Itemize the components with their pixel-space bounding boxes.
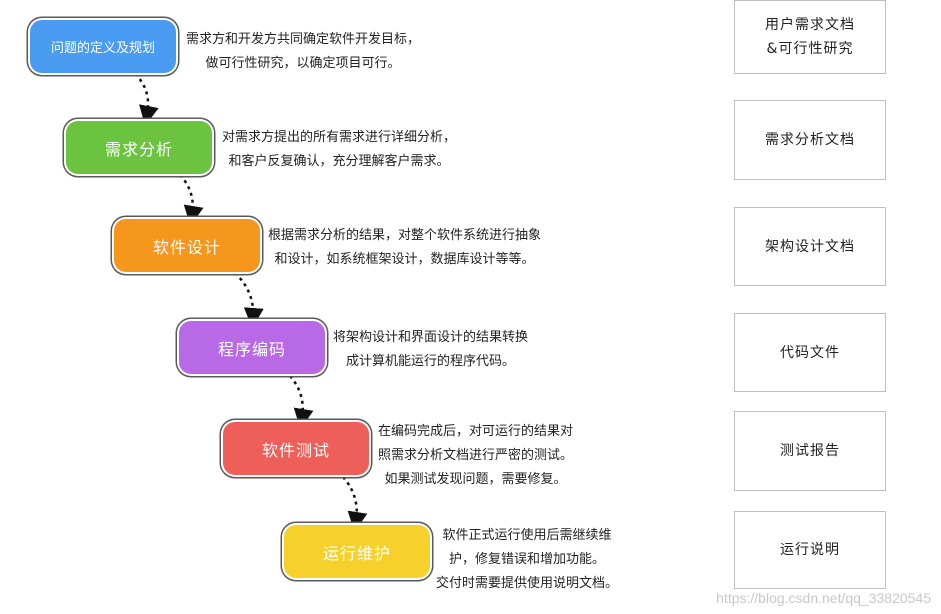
- stage-description: 在编码完成后，对可运行的结果对 照需求分析文档进行严密的测试。 如果测试发现问题…: [378, 424, 574, 487]
- stage-label: 运行维护: [322, 543, 391, 563]
- stage-label: 程序编码: [217, 339, 286, 359]
- deliverable-doc: 测试报告: [734, 411, 886, 491]
- arrow-3: [234, 272, 264, 328]
- stage-label: 软件测试: [261, 440, 330, 460]
- stage-description: 将架构设计和界面设计的结果转换 成计算机能运行的程序代码。: [333, 330, 529, 369]
- stage-description: 对需求方提出的所有需求进行详细分析， 和客户反复确认，充分理解客户需求。: [222, 130, 457, 169]
- arrow-4: [289, 375, 314, 429]
- stage-description: 需求方和开发方共同确定软件开发目标， 做可行性研究，以确定项目可行。: [186, 32, 421, 71]
- arrow-5: [342, 476, 368, 532]
- stage-label: 需求分析: [104, 139, 173, 159]
- arrow-2: [179, 174, 204, 226]
- stage-box-coding: 程序编码: [179, 321, 325, 374]
- deliverable-doc: 运行说明: [734, 511, 886, 589]
- stage-description: 软件正式运行使用后需继续维 护，修复错误和增加功能。 交付时需要提供使用说明文档…: [436, 528, 619, 591]
- stage-box-definition: 问题的定义及规划: [30, 20, 176, 73]
- deliverable-doc: 用户需求文档 &可行性研究: [734, 0, 886, 74]
- stage-label: 问题的定义及规划: [50, 41, 155, 56]
- stage-box-requirements: 需求分析: [66, 121, 212, 174]
- stage-label: 软件设计: [152, 237, 221, 257]
- watermark: https://blog.csdn.net/qq_33820545: [716, 590, 931, 606]
- stage-box-design: 软件设计: [114, 219, 260, 272]
- arrow-1: [134, 73, 159, 126]
- stage-description: 根据需求分析的结果，对整个软件系统进行抽象 和设计，如系统框架设计，数据库设计等…: [268, 228, 542, 267]
- deliverable-doc: 需求分析文档: [734, 100, 886, 180]
- stage-box-testing: 软件测试: [223, 422, 369, 475]
- stage-box-maintenance: 运行维护: [284, 525, 430, 578]
- deliverable-doc: 代码文件: [734, 313, 886, 392]
- deliverable-doc: 架构设计文档: [734, 207, 886, 286]
